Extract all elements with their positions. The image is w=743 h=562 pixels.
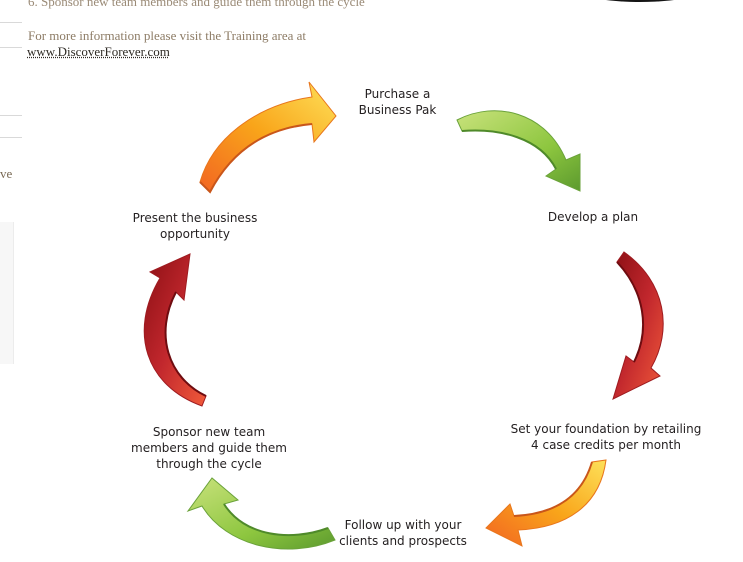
left-divider-2 xyxy=(0,47,22,48)
step-label-present: Present the business opportunity xyxy=(132,211,258,241)
info-text: For more information please visit the Tr… xyxy=(28,28,306,43)
arrow-set-to-follow xyxy=(485,459,607,547)
step-label-develop: Develop a plan xyxy=(547,210,639,224)
step-six-text: 6. Sponsor new team members and guide th… xyxy=(28,0,365,9)
arrow-develop-to-set xyxy=(612,251,664,400)
left-divider-1 xyxy=(0,22,22,23)
step-label-purchase: Purchase a Business Pak xyxy=(358,87,437,117)
arrow-sponsor-to-present xyxy=(143,253,207,407)
step-label-follow-up: Follow up with your clients and prospect… xyxy=(339,518,467,548)
discoverforever-link[interactable]: www.DiscoverForever.com xyxy=(27,44,170,59)
arrow-follow-to-sponsor xyxy=(186,477,336,550)
step-label-foundation: Set your foundation by retailing 4 case … xyxy=(510,422,702,452)
step-label-sponsor: Sponsor new team members and guide them … xyxy=(131,425,287,471)
left-divider-3 xyxy=(0,115,22,116)
arrow-present-to-purchase xyxy=(199,81,337,194)
left-panel xyxy=(0,222,14,364)
left-divider-4 xyxy=(0,137,22,138)
sidebar-text-fragment: ve xyxy=(0,166,13,181)
arrow-purchase-to-develop xyxy=(456,110,581,192)
decorative-graphic xyxy=(606,0,674,2)
